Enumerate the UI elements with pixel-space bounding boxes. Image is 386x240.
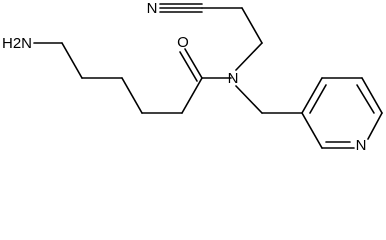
- chemical-structure: H2N O N N N: [2, 0, 383, 154]
- methylene-bonds: [235, 85, 303, 114]
- amine-label: H2N: [2, 35, 32, 52]
- cyanoethyl-bonds: [201, 7, 263, 71]
- bond-c1-c2: [61, 42, 83, 79]
- bond-c5-carbonyl: [181, 77, 203, 114]
- carbonyl-double-bond: [179, 48, 203, 82]
- nitrile-nitrogen-label: N: [147, 0, 158, 17]
- nitrile-triple-bond: [159, 3, 203, 13]
- alkyl-chain-bonds: [33, 42, 203, 114]
- bond-ce1-ce2: [241, 7, 263, 44]
- carbonyl-oxygen-label: O: [177, 34, 189, 51]
- pyridine-nitrogen-label: N: [356, 137, 367, 154]
- pyridine-ring: [301, 77, 383, 149]
- bond-n-ce1: [235, 42, 263, 71]
- bond-n-ch2: [235, 85, 263, 114]
- amide-nitrogen-label: N: [228, 70, 239, 87]
- bond-c3-c4: [121, 77, 143, 114]
